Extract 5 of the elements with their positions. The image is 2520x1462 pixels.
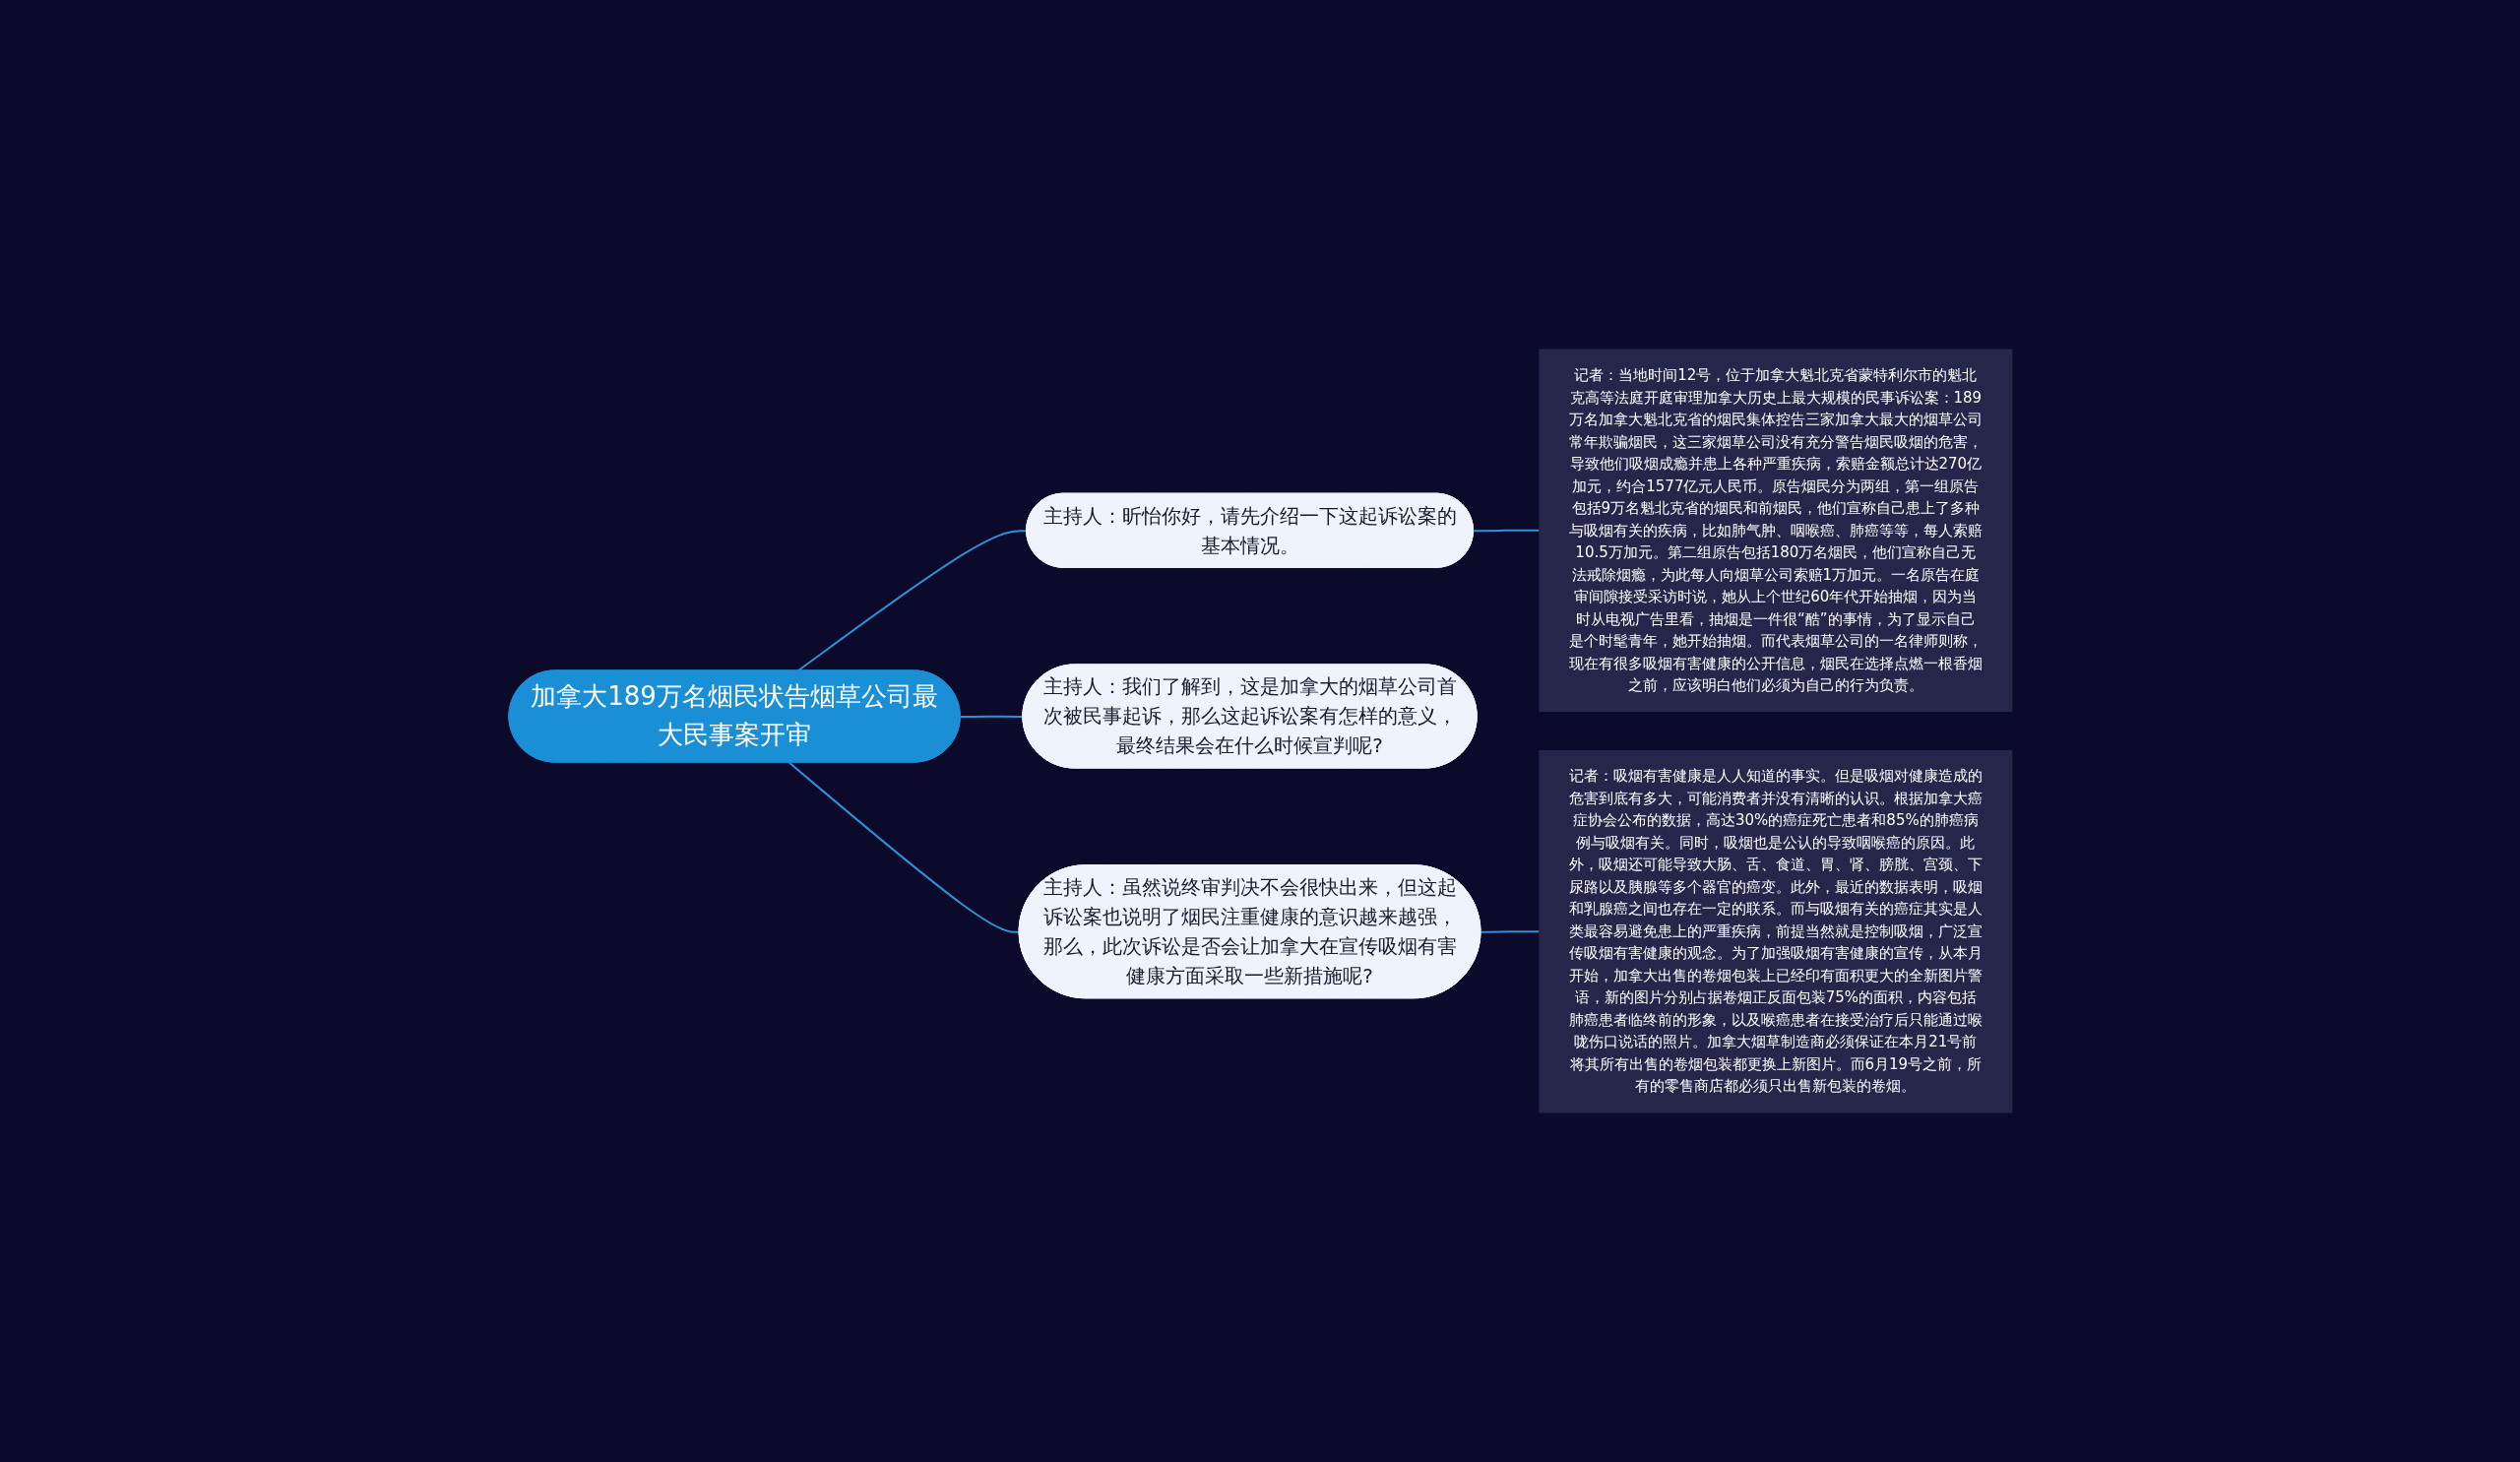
connector bbox=[1479, 930, 1541, 933]
connector bbox=[959, 715, 1024, 718]
node-box: 记者：吸烟有害健康是人人知道的事实。但是吸烟对健康造成的危害到底有多大，可能消费者并没有清晰的认识。根据加拿大癌症协会公布的数据，高达30%的癌症死亡患者和85%的肺癌病例与吸烟有关。同时，吸烟也是公认的导致咽喉癌的原因。此外，吸烟还可能导致大肠、舌、食道、胃、肾、膀胱、宫颈、下尿路以及胰腺等多个器官的癌变。此外，最近的数据表明，吸烟和乳腺癌之间也存在一定的联系。而与吸烟有关的癌症其实是人类最容易避免患上的严重疾病，前提当然就是控制吸烟，广泛宣传吸烟有害健康的观念。为了加强吸烟有害健康的宣传，从本月开始，加拿大出售的卷烟包装上已经印有面积更大的全新图片警语，新的图片分别占据卷烟正反面包装75%的面积，内容包括肺癌患者临终前的形象，以及喉癌患者在接受治疗后只能通过喉咙伤口说话的照片。加拿大烟草制造商必须保证在本月21号前将其所有出售的卷烟包装都更换上新图片。而6月19号之前，所有的零售商店都必须只出售新包装的卷烟。 bbox=[1538, 750, 2012, 1113]
node-box: 记者：当地时间12号，位于加拿大魁北克省蒙特利尔市的魁北克高等法庭开庭审理加拿大历史上最大规模的民事诉讼案：189万名加拿大魁北克省的烟民集体控告三家加拿大最大的烟草公司常年欺骗烟民，这三家烟草公司没有充分警告烟民吸烟的危害，导致他们吸烟成瘾并患上各种严重疾病，索赔金额总计达270亿加元，约合1577亿元人民币。原告烟民分为两组，第一组原告包括9万名魁北克省的烟民和前烟民，他们宣称自己患上了多种与吸烟有关的疾病，比如肺气肿、咽喉癌、肺癌等等，每人索赔10.5万加元。第二组原告包括180万名烟民，他们宣称自己无法戒除烟瘾，为此每人向烟草公司索赔1万加元。一名原告在庭审间隙接受采访时说，她从上个世纪60年代开始抽烟，因为当时从电视广告里看，抽烟是一件很“酷”的事情，为了显示自己是个时髦青年，她开始抽烟。而代表烟草公司的一名律师则称，现在有很多吸烟有害健康的公开信息，烟民在选择点燃一根香烟之前，应该明白他们必须为自己的行为负责。 bbox=[1538, 349, 2012, 712]
connector bbox=[1472, 529, 1541, 533]
